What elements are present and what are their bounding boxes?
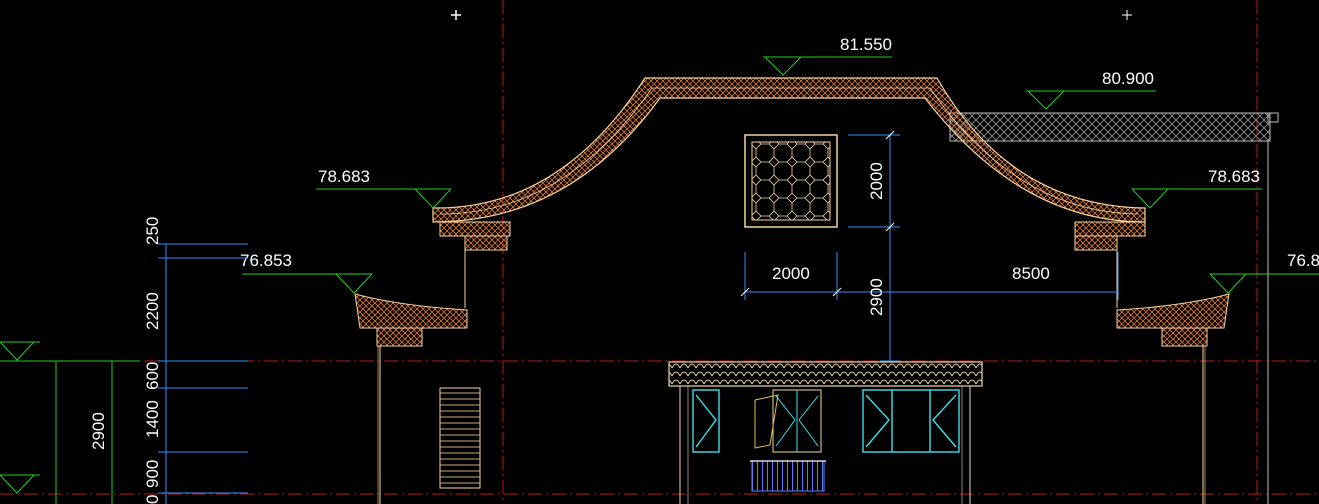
level-marker-eave-right: 78.683 [1131,167,1262,209]
level-marker-ridge: 81.550 [763,35,892,76]
lattice-window [744,134,838,228]
level-marker-annex: 80.900 [1026,69,1156,110]
lower-eave-left [354,293,468,504]
dim-left-2200: 2200 [143,292,162,330]
level-marker-eave-left: 78.683 [316,167,452,209]
dim-wall-height: 2900 [867,278,886,316]
cursor-marker-left [451,10,461,20]
entrance-canopy [668,361,983,504]
ridge-level-text: 81.550 [840,35,892,54]
curved-gable-wall [432,77,1146,308]
dim-window-width: 2000 [772,264,810,283]
annex-level-text: 80.900 [1102,69,1154,88]
dim-left-1400: 1400 [143,400,162,438]
eave-right-level-text: 78.683 [1208,167,1260,186]
dimension-lines-center [740,130,1119,362]
level-markers-left-edge [0,341,40,494]
dim-left-600: 600 [143,362,162,390]
lower-right-level-text: 76.853 [1287,251,1319,270]
lower-left-level-text: 76.853 [240,251,292,270]
cursor-marker-right [1122,10,1132,20]
dim-left-250: 250 [143,217,162,245]
dim-span: 8500 [1012,264,1050,283]
level-marker-lower-right: 76.853 [1209,251,1319,294]
dim-left-0: 0 [143,495,162,504]
cyan-windows [692,389,960,453]
dim-gable-vertical: 2000 [867,162,886,200]
dim-left-900: 900 [143,460,162,488]
louvre-vent [439,387,481,489]
dimension-stack-left [0,243,248,504]
eave-left-level-text: 78.683 [318,167,370,186]
dim-left-total: 2900 [89,412,108,450]
entrance-door [750,389,826,492]
level-marker-lower-left: 76.853 [240,251,373,294]
lower-eave-right [1116,293,1230,504]
